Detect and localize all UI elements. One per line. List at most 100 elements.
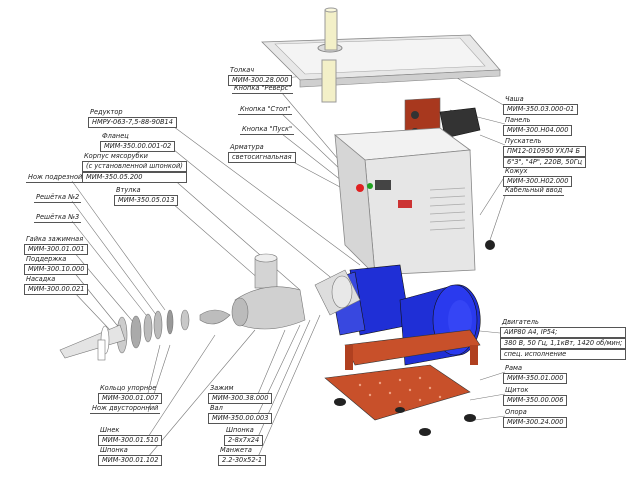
- shield-shchitok: [324, 364, 471, 421]
- part-code: НМРУ-063-7,5-88-90В14: [88, 117, 177, 128]
- part-name: Двигатель: [502, 318, 539, 326]
- part-name: Редуктор: [90, 108, 123, 116]
- part-note: (с установленной шпонкой): [82, 161, 187, 172]
- part-name: Пускатель: [505, 137, 542, 145]
- part-name: Решётка №2: [34, 193, 82, 203]
- part-name: Шпонка: [100, 446, 128, 454]
- part-code: МИМ-300.Н02.000: [503, 176, 573, 187]
- part-code: МИМ-300.28.000: [228, 75, 293, 86]
- label-grinder-body: Корпус мясорубки(с установленной шпонкой…: [82, 152, 187, 183]
- part-code: МИМ-300.38.000: [208, 393, 273, 404]
- label-reverse-button: Кнопка "Реверс": [232, 84, 294, 94]
- part-spec: 6"З", "4Р", 220В, 50Гц: [503, 157, 586, 168]
- part-name: Кнопка "Пуск": [240, 125, 294, 135]
- part-code: МИМ-300.01.001: [24, 244, 89, 255]
- part-name: Кожух: [505, 167, 528, 175]
- part-code: МИМ-350.00.001-02: [100, 141, 176, 152]
- part-name: Поддержка: [26, 255, 67, 263]
- part-name: Арматура: [230, 143, 264, 151]
- frame-rama: [344, 329, 481, 370]
- pusher-tolkach: [321, 7, 338, 103]
- part-code: МИМ-300.24.000: [503, 417, 568, 428]
- part-name: Шпонка: [226, 426, 254, 434]
- part-name: Кабельный ввод: [503, 186, 565, 196]
- grinder-parts: [59, 253, 361, 361]
- part-name: Фланец: [102, 132, 129, 140]
- part-name: Кнопка "Стоп": [238, 105, 293, 115]
- part-name: Шнек: [100, 426, 120, 434]
- part-code: МИМ-300.01.510: [98, 435, 163, 446]
- label-double-knife: Нож двусторонний: [90, 404, 161, 414]
- part-name: Решётка №3: [34, 213, 82, 223]
- part-name: Нож двусторонний: [90, 404, 161, 414]
- part-name: Толкач: [230, 66, 255, 74]
- part-code: МИМ-300.10.000: [24, 264, 89, 275]
- part-code: МИМ-300.00.021: [24, 284, 89, 295]
- part-code: МИМ-300.01.102: [98, 455, 163, 466]
- part-code: МИМ-350.00.006: [503, 395, 568, 406]
- part-name: Зажим: [210, 384, 234, 392]
- part-name: Щиток: [505, 386, 529, 394]
- part-name: Панель: [505, 116, 531, 124]
- tray-chasha: [261, 34, 501, 88]
- part-name: Чаша: [505, 95, 524, 103]
- label-grid-2: Решётка №2: [34, 193, 82, 203]
- part-code: 2.2-30х52-1: [218, 455, 267, 466]
- part-name: Корпус мясорубки: [84, 152, 148, 160]
- part-name: Манжета: [220, 446, 252, 454]
- label-grid-3: Решётка №3: [34, 213, 82, 223]
- part-code: МИМ-350.05.200: [82, 172, 187, 183]
- part-name: Опора: [505, 408, 527, 416]
- label-start-button: Кнопка "Пуск": [240, 125, 294, 135]
- part-code: ПМ12-010950 УХЛ4 Б: [503, 146, 586, 157]
- part-code: МИМ-350.01.000: [503, 373, 568, 384]
- housing-kozhuh: [333, 127, 476, 277]
- part-name: Насадка: [26, 275, 56, 283]
- part-code: МИМ-300.01.007: [98, 393, 163, 404]
- label-cutting-knife: Нож подрезной: [26, 173, 85, 183]
- part-name: Гайка зажимная: [26, 235, 84, 243]
- label-stop-button: Кнопка "Стоп": [238, 105, 293, 115]
- motor-spec-3: спец. исполнение: [500, 349, 627, 360]
- motor-spec-2: 380 В, 50 Гц, 1,1кВт, 1420 об/мин;: [500, 338, 627, 349]
- part-name: Вал: [210, 404, 223, 412]
- part-code: МИМ-350.03.000-01: [503, 104, 579, 115]
- part-code: МИМ-300.Н04.000: [503, 125, 573, 136]
- part-name: Кольцо упорное: [100, 384, 157, 392]
- part-code: МИМ-350.05.013: [114, 195, 179, 206]
- part-code: 2-8х7х24: [224, 435, 264, 446]
- part-code: МИМ-350.00.003: [208, 413, 273, 424]
- feet-opora: [334, 398, 476, 436]
- label-cable-gland: Кабельный ввод: [503, 186, 565, 196]
- part-code: светосигнальная: [228, 152, 296, 163]
- part-name: Втулка: [116, 186, 141, 194]
- part-name: Кнопка "Реверс": [232, 84, 294, 94]
- cable-gland: [485, 240, 495, 250]
- motor-spec-1: АИР80 А4, IP54;: [500, 327, 627, 338]
- part-name: Нож подрезной: [26, 173, 85, 183]
